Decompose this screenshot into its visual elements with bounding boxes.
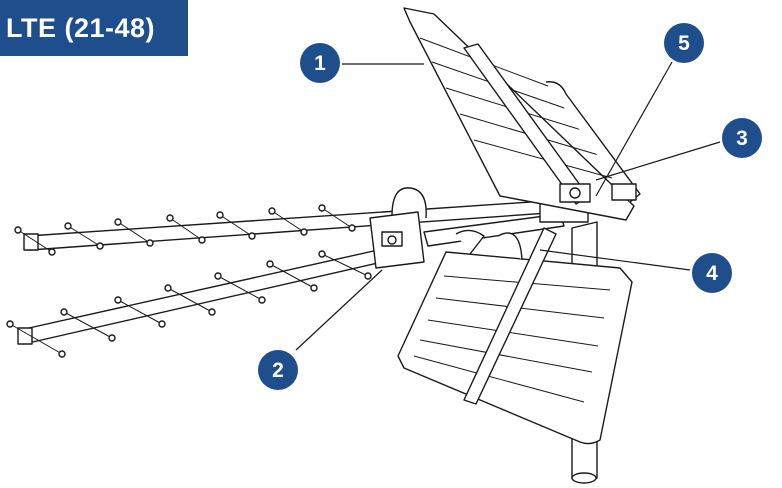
- callout-2-label: 2: [272, 359, 284, 382]
- callout-3: 3: [722, 118, 762, 158]
- band-title-badge: LTE (21-48): [0, 0, 188, 56]
- callout-4: 4: [692, 253, 732, 293]
- lower-yagi-boom: [17, 249, 383, 345]
- lower-reflector-panel: [397, 227, 633, 445]
- callout-1-label: 1: [314, 52, 326, 75]
- balun-housing: [369, 187, 427, 269]
- callout-1: 1: [300, 43, 340, 83]
- callout-3-label: 3: [736, 127, 748, 150]
- leader-lines: [295, 61, 721, 351]
- lower-yagi-elements: [6, 250, 372, 358]
- callout-2: 2: [258, 350, 298, 390]
- callout-5-label: 5: [678, 32, 690, 55]
- upper-reflector-panel: [403, 7, 641, 221]
- callout-4-label: 4: [706, 262, 718, 285]
- mast-clamp: [559, 183, 637, 203]
- callout-5: 5: [664, 23, 704, 63]
- upper-yagi-elements: [14, 204, 356, 256]
